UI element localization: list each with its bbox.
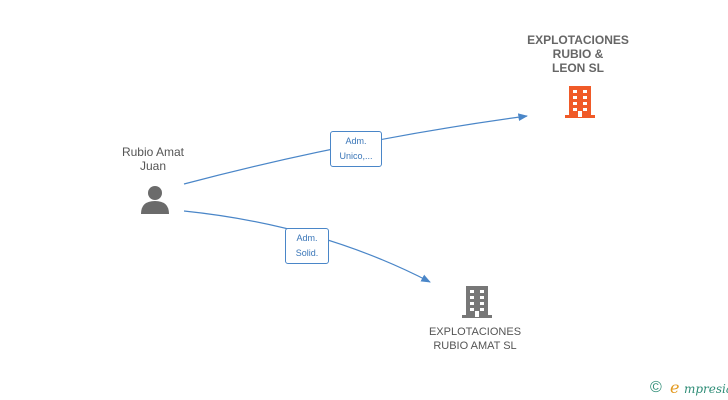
company-sub-label[interactable]: EXPLOTACIONES RUBIO AMAT SL xyxy=(428,326,522,352)
building-icon[interactable] xyxy=(563,85,597,124)
person-icon[interactable] xyxy=(139,184,171,219)
copyright-icon: © xyxy=(650,379,662,396)
brand-name: mpresia xyxy=(684,382,728,396)
person-label[interactable]: Rubio Amat Juan xyxy=(121,145,185,173)
company-main-label[interactable]: EXPLOTACIONES RUBIO & LEON SL xyxy=(527,33,629,75)
building-icon[interactable] xyxy=(460,285,494,324)
edge-label-role[interactable]: Adm. Solid. xyxy=(285,228,329,264)
brand-logo-mark: e xyxy=(670,378,680,397)
edge-label-role[interactable]: Adm. Unico,... xyxy=(330,131,382,167)
